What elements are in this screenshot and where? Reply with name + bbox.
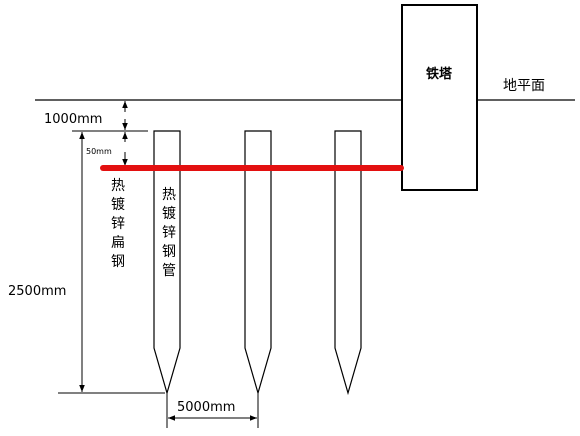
flat-steel-char-2: 镀	[111, 196, 125, 213]
tower-box	[401, 4, 478, 191]
depth-label: 1000mm	[44, 112, 102, 127]
steel-pipe-char-2: 镀	[162, 205, 176, 222]
steel-pipe-char-3: 锌	[162, 225, 176, 241]
ground-pipe-2	[244, 130, 272, 396]
flat-steel-char-5: 钢	[111, 254, 125, 270]
spacing-label: 5000mm	[177, 400, 235, 415]
offset-label: 50mm	[86, 147, 112, 156]
flat-steel-label: 热 镀 锌 扁 钢	[111, 178, 125, 270]
flat-steel-char-1: 热	[111, 178, 125, 194]
steel-pipe-label: 热 镀 锌 钢 管	[162, 187, 176, 279]
tower-label: 铁塔	[425, 66, 453, 82]
steel-pipe-char-4: 钢	[162, 244, 176, 260]
steel-pipe-char-5: 管	[162, 263, 176, 279]
ground-pipe-1	[153, 130, 181, 396]
flat-steel-char-3: 锌	[111, 216, 125, 232]
flat-steel-char-4: 扁	[111, 235, 125, 251]
steel-pipe-char-1: 热	[162, 187, 176, 203]
ground-label: 地平面	[503, 78, 545, 94]
ground-pipe-3	[334, 130, 362, 396]
pipe-length-label: 2500mm	[8, 284, 66, 299]
